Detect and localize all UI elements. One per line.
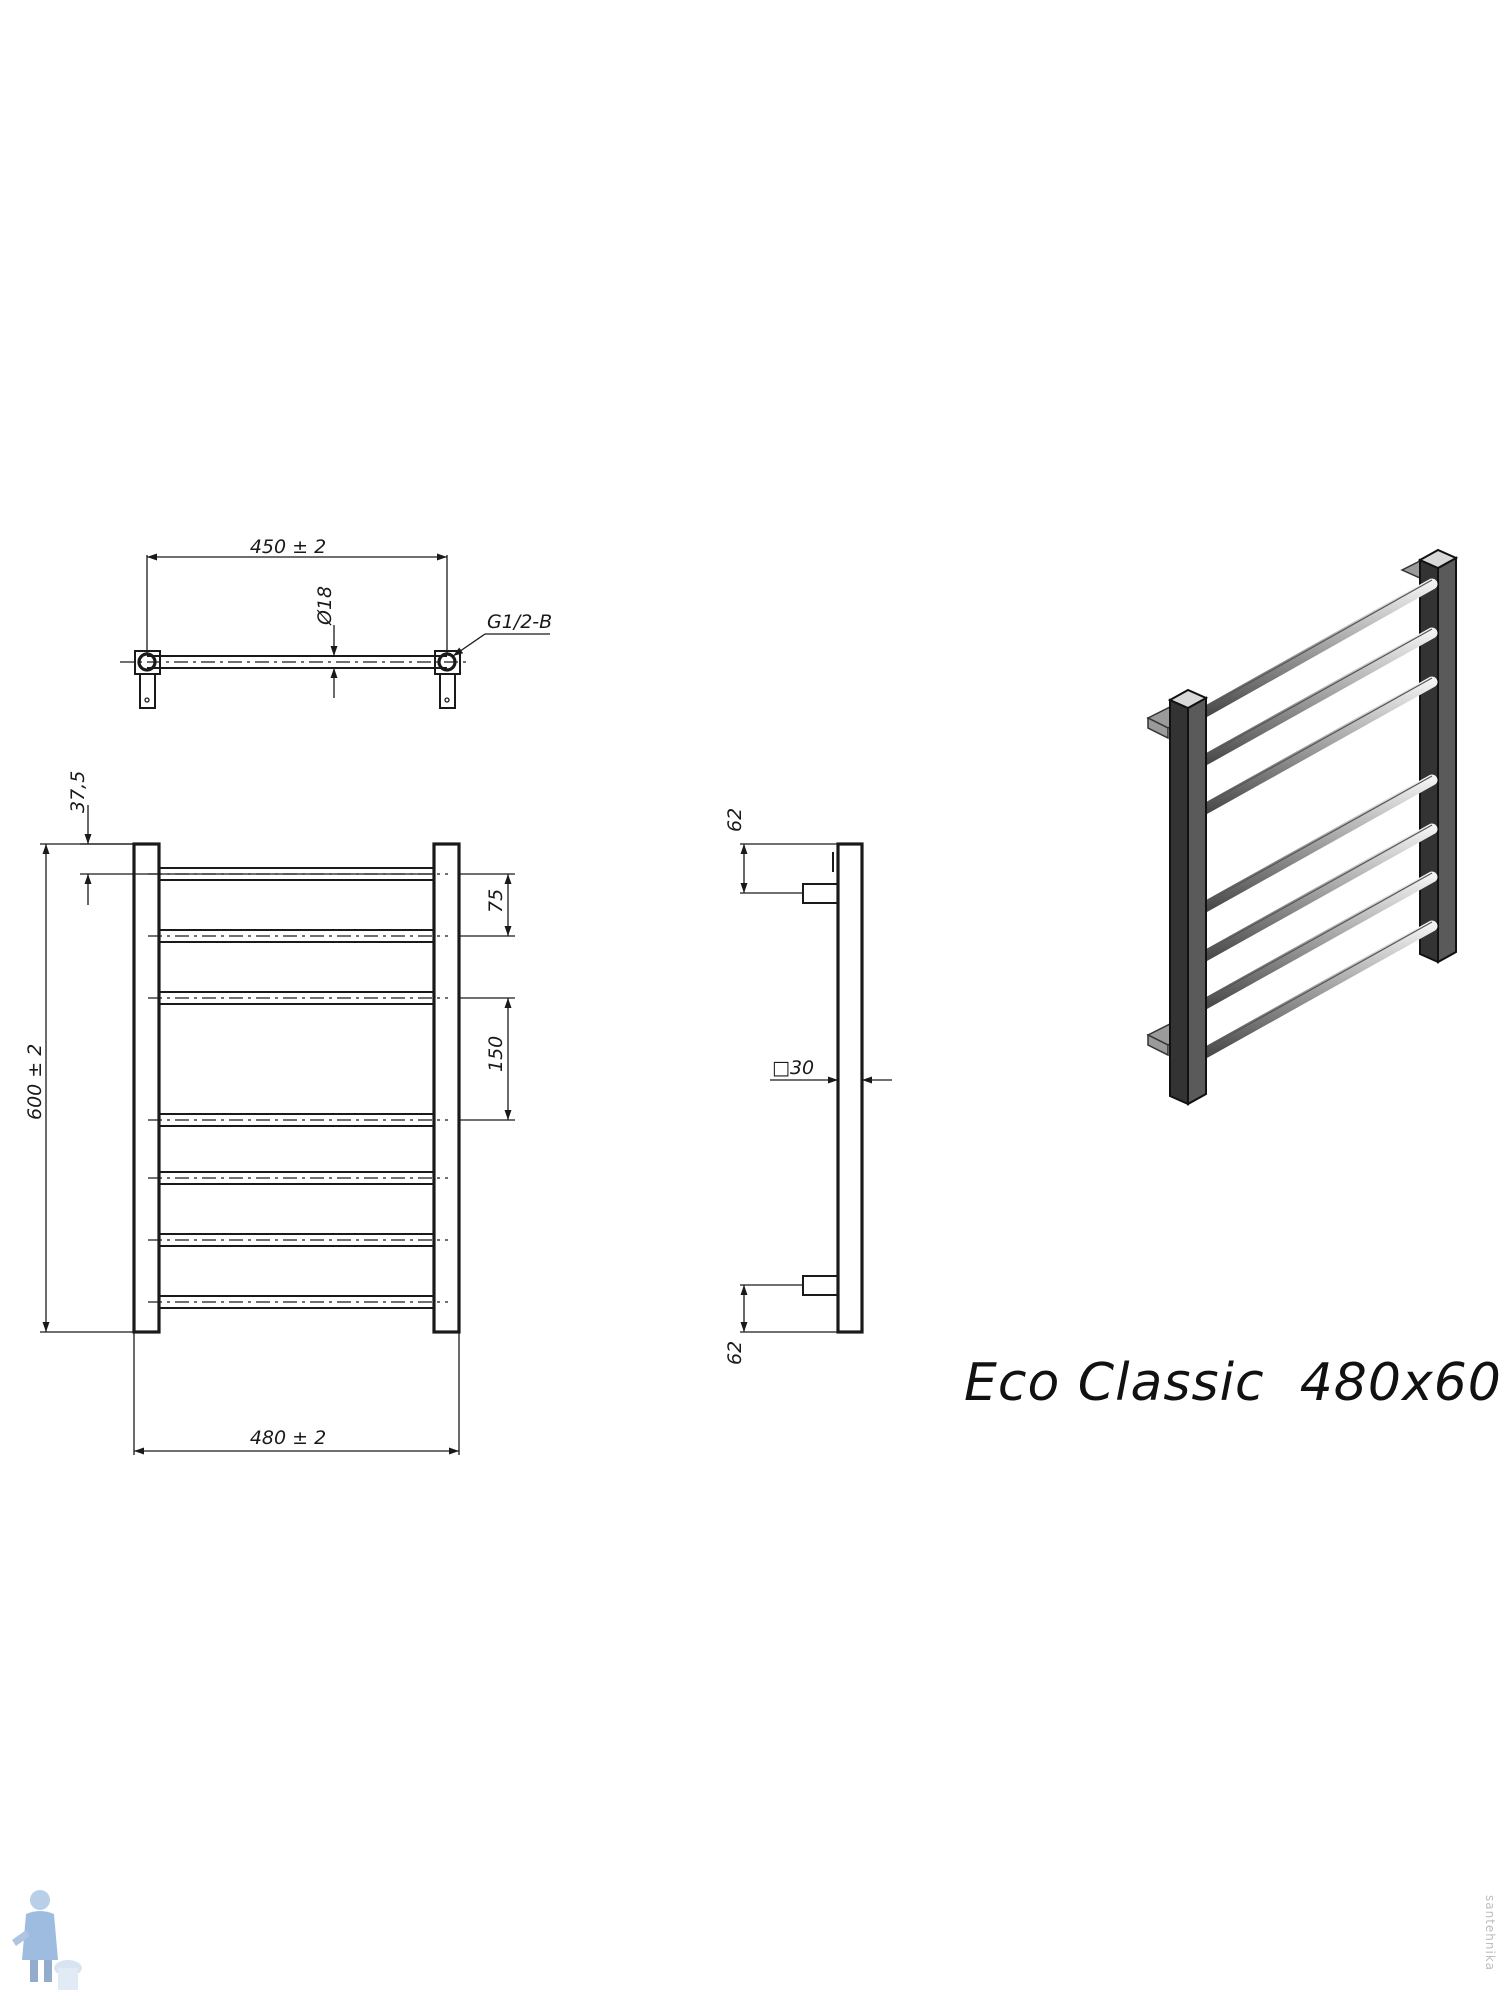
dim-bar-gap: 150 <box>485 1036 507 1072</box>
dim-height: 600 ± 2 <box>24 1044 46 1120</box>
plumber-mascot-icon <box>12 1890 82 1990</box>
iso-bar <box>1197 627 1438 767</box>
front-bar <box>148 991 448 1005</box>
iso-bar <box>1197 774 1438 914</box>
iso-bar <box>1197 578 1438 719</box>
iso-bar <box>1197 920 1438 1060</box>
watermark-side-text: santehnika <box>1483 1895 1497 1971</box>
dim-side-top: 62 <box>724 808 746 832</box>
dim-bar-spacing: 75 <box>485 889 507 913</box>
iso-bar <box>1197 676 1438 816</box>
front-bar <box>148 1295 448 1309</box>
iso-bar <box>1197 871 1438 1011</box>
front-bar <box>148 1233 448 1247</box>
dim-profile: □30 <box>772 1057 814 1079</box>
dim-pipe-diameter: Ø18 <box>314 586 336 626</box>
top-view: 450 ± 2 Ø18 G1/2-B <box>120 536 552 709</box>
product-title: Eco Classic 480x600 <box>964 1353 1500 1413</box>
dim-top-offset: 37,5 <box>67 771 89 813</box>
dim-thread: G1/2-B <box>487 611 552 633</box>
front-bars <box>148 867 448 1309</box>
dim-side-bottom: 62 <box>724 1341 746 1365</box>
isometric-view <box>1146 548 1459 1106</box>
iso-bars <box>1197 578 1438 1060</box>
front-bar <box>148 929 448 943</box>
dim-top-width: 450 ± 2 <box>250 536 326 558</box>
front-view: 37,5 75 150 600 ± 2 480 ± 2 <box>24 771 515 1455</box>
iso-bar <box>1197 823 1438 963</box>
dim-bottom-width: 480 ± 2 <box>250 1427 326 1449</box>
side-view: 62 □30 62 <box>724 808 892 1365</box>
front-bar <box>148 1171 448 1185</box>
front-bar <box>148 1113 448 1127</box>
